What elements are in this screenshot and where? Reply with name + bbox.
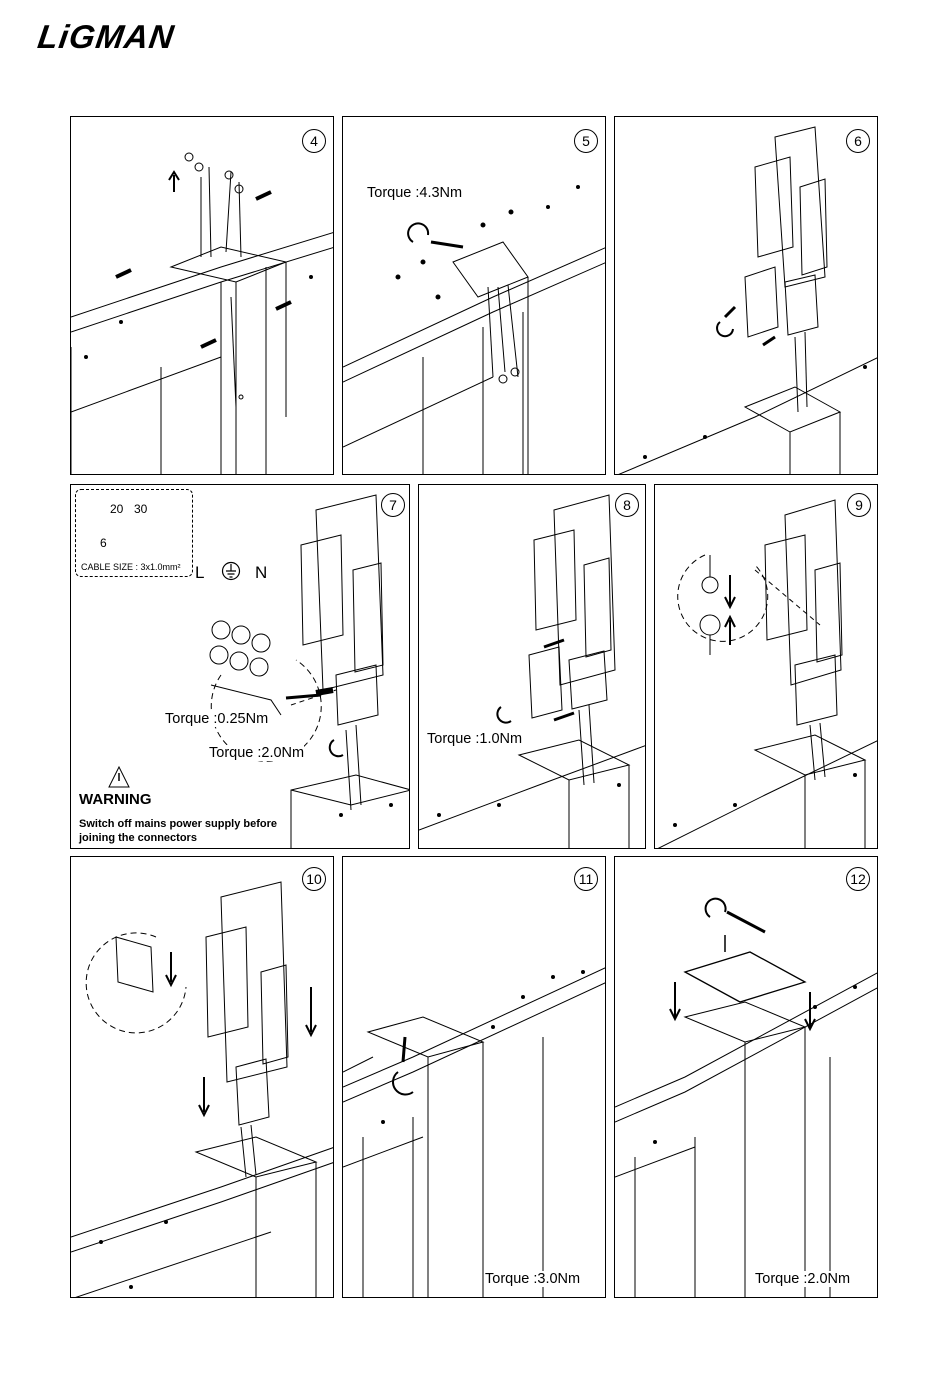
warning-text: Switch off mains power supply before joi… [79,817,279,845]
strip-length-b: 30 [134,502,147,516]
step-number: 12 [846,867,870,891]
step-11-panel: 11 Torque :3.0Nm [342,856,606,1298]
cable-strip-detail: 20 30 6 CABLE SIZE : 3x1.0mm² [75,489,193,577]
earth-icon [221,561,241,581]
step-11-illustration [343,857,606,1298]
step-5-illustration [343,117,606,475]
brand-logo: LiGMAN [35,18,176,56]
step-6-illustration [615,117,878,475]
step-5-panel: 5 Torque :4.3Nm [342,116,606,475]
strip-length-a: 20 [110,502,123,516]
step-4-illustration [71,117,334,475]
step-number: 9 [847,493,871,517]
step-number: 4 [302,129,326,153]
step-12-panel: 12 Torque :2.0Nm [614,856,878,1298]
torque-label: Torque :3.0Nm [485,1271,580,1287]
step-number: 7 [381,493,405,517]
step-8-panel: 8 Torque :1.0Nm [418,484,646,849]
torque-label-gland: Torque :2.0Nm [209,745,304,761]
step-number: 6 [846,129,870,153]
wire-label-neutral: N [255,563,267,583]
step-8-illustration [419,485,646,849]
torque-label: Torque :4.3Nm [367,185,462,201]
wire-label-live: L [195,563,204,583]
torque-label: Torque :1.0Nm [427,731,522,747]
strip-length-c: 6 [100,536,107,550]
step-7-panel: 20 30 6 CABLE SIZE : 3x1.0mm² L N 7 Torq… [70,484,410,849]
step-9-panel: 9 [654,484,878,849]
step-10-panel: 10 [70,856,334,1298]
step-6-panel: 6 [614,116,878,475]
step-number: 10 [302,867,326,891]
step-4-panel: 4 [70,116,334,475]
step-9-illustration [655,485,878,849]
torque-label: Torque :2.0Nm [755,1271,850,1287]
step-number: 11 [574,867,598,891]
warning-title: WARNING [79,791,152,808]
step-12-illustration [615,857,878,1298]
torque-label-terminal: Torque :0.25Nm [165,711,268,727]
step-10-illustration [71,857,334,1298]
step-number: 8 [615,493,639,517]
step-number: 5 [574,129,598,153]
cable-size: CABLE SIZE : 3x1.0mm² [81,562,181,572]
